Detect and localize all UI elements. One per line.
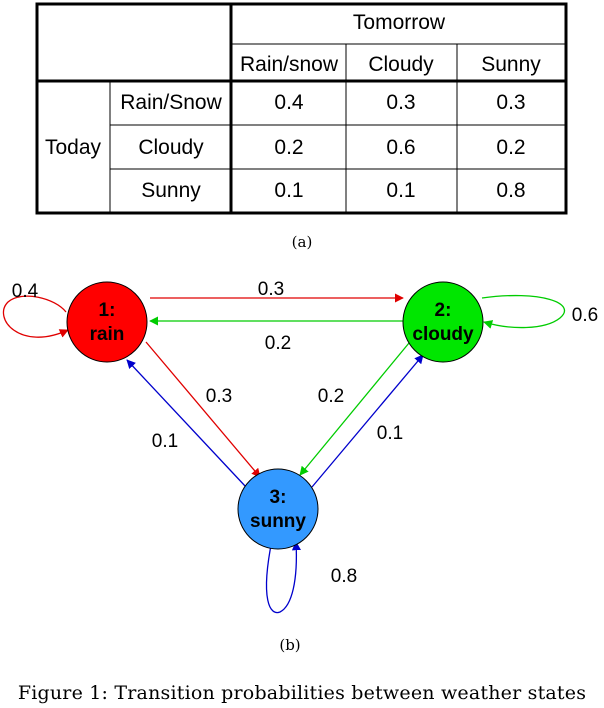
node-rain: 1: rain: [66, 281, 148, 363]
diagram-caption: (b): [279, 636, 301, 654]
table-cell: 0.3: [386, 91, 415, 114]
column-header: Rain/snow: [240, 53, 339, 76]
edge-label-cloudy-sunny: 0.2: [318, 386, 344, 407]
edge-label-sunny-rain: 0.1: [152, 431, 178, 452]
column-header: Cloudy: [368, 53, 434, 76]
edge-rain-rain: [2, 295, 69, 338]
node-sunny-number: 3:: [270, 487, 287, 508]
row-header: Rain/Snow: [120, 91, 222, 114]
transition-table: Tomorrow Rain/snow Cloudy Sunny Today Ra…: [35, 2, 568, 215]
edge-label-rain-rain: 0.4: [12, 281, 39, 302]
node-sunny-circle: [237, 468, 319, 550]
edge-sunny-cloudy: [311, 354, 424, 488]
node-cloudy-label: cloudy: [412, 324, 474, 345]
row-header: Sunny: [141, 179, 201, 202]
edge-label-sunny-cloudy: 0.1: [377, 423, 403, 444]
edge-sunny-rain: [126, 359, 247, 488]
edge-label-cloudy-cloudy: 0.6: [572, 305, 598, 326]
edge-cloudy-cloudy: [481, 294, 566, 329]
table-border: [35, 2, 568, 215]
table-cell: 0.2: [496, 136, 525, 159]
edge-label-rain-cloudy: 0.3: [258, 279, 284, 300]
node-sunny: 3: sunny: [237, 468, 319, 550]
table-cell: 0.4: [274, 91, 304, 114]
table-cell: 0.1: [274, 179, 303, 202]
row-header: Cloudy: [138, 136, 204, 159]
edge-sunny-sunny: [265, 539, 301, 614]
node-cloudy-circle: [402, 281, 484, 363]
node-cloudy: 2: cloudy: [402, 281, 484, 363]
edge-rain-sunny: [145, 341, 261, 478]
figure-caption: Figure 1: Transition probabilities betwe…: [17, 682, 587, 704]
row-group-header: Today: [45, 136, 102, 159]
node-rain-circle: [66, 281, 148, 363]
edge-cloudy-sunny: [299, 342, 410, 476]
node-rain-label: rain: [90, 324, 125, 345]
node-cloudy-number: 2:: [435, 300, 452, 321]
table-caption: (a): [291, 233, 313, 251]
edge-label-sunny-sunny: 0.8: [331, 566, 357, 587]
column-header: Sunny: [481, 53, 541, 76]
table-cell: 0.1: [386, 179, 415, 202]
table-cell: 0.8: [496, 179, 525, 202]
node-rain-number: 1:: [99, 300, 116, 321]
edge-label-rain-sunny: 0.3: [206, 386, 232, 407]
edge-label-cloudy-rain: 0.2: [265, 333, 291, 354]
table-cell: 0.3: [496, 91, 525, 114]
table-cell: 0.6: [386, 136, 415, 159]
node-sunny-label: sunny: [250, 511, 306, 532]
column-group-header: Tomorrow: [353, 11, 446, 34]
table-cell: 0.2: [274, 136, 303, 159]
